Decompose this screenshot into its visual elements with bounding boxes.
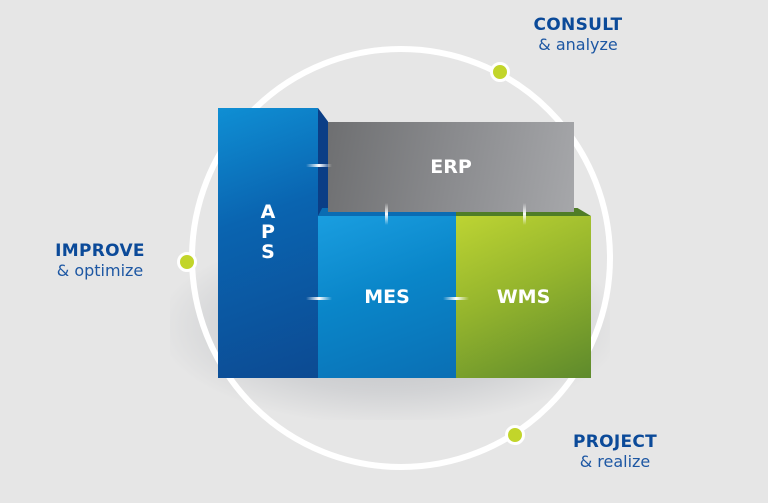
connector-erp-mes <box>385 203 388 225</box>
consult-label: CONSULT & analyze <box>518 15 638 55</box>
improve-title: IMPROVE <box>55 241 145 261</box>
aps-block: APS <box>218 108 318 378</box>
connector-aps-erp <box>306 164 332 167</box>
improve-label: IMPROVE & optimize <box>35 241 165 281</box>
consult-title: CONSULT <box>533 15 623 35</box>
mes-block: MES <box>318 216 456 378</box>
wms-block: WMS <box>456 216 591 378</box>
project-title: PROJECT <box>572 432 658 452</box>
improve-dot-marker <box>177 252 197 272</box>
wms-label: WMS <box>496 286 551 308</box>
erp-block: ERP <box>328 122 574 212</box>
aps-label: APS <box>260 201 276 263</box>
connector-aps-mes <box>306 297 332 300</box>
connector-erp-wms <box>523 203 526 225</box>
mes-label: MES <box>364 286 410 308</box>
connector-mes-wms <box>443 297 469 300</box>
erp-label: ERP <box>430 156 472 178</box>
project-label: PROJECT & realize <box>555 432 675 472</box>
project-dot-marker <box>505 425 525 445</box>
consult-dot-marker <box>490 62 510 82</box>
consult-subtitle: & analyze <box>538 35 618 55</box>
project-subtitle: & realize <box>579 452 651 472</box>
improve-subtitle: & optimize <box>56 261 144 281</box>
